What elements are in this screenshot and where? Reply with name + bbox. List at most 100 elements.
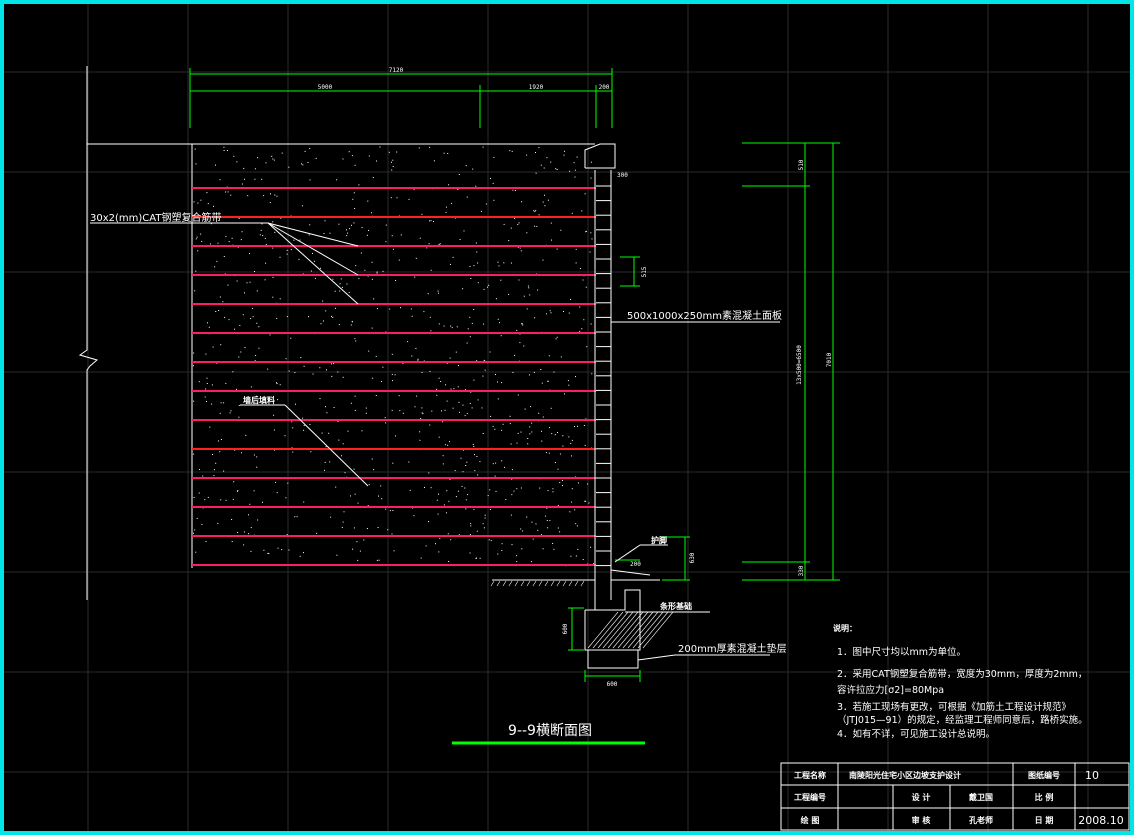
backfill-speck — [443, 325, 445, 327]
backfill-speck — [550, 161, 552, 163]
backfill-speck — [372, 177, 374, 179]
backfill-speck — [438, 292, 439, 294]
tb-scale-label: 比 例 — [1035, 792, 1054, 802]
backfill-speck — [438, 244, 440, 245]
backfill-speck — [581, 328, 583, 330]
backfill-speck — [376, 272, 378, 274]
tb-draw-label: 绘 图 — [801, 815, 820, 825]
backfill-speck — [244, 347, 246, 348]
backfill-speck — [223, 256, 225, 257]
backfill-speck — [450, 539, 452, 541]
backfill-speck — [541, 440, 543, 442]
backfill-speck — [343, 511, 345, 513]
dim-step: 300 — [617, 172, 628, 179]
backfill-speck — [526, 154, 528, 156]
backfill-speck — [276, 195, 278, 197]
backfill-speck — [194, 529, 196, 531]
backfill-speck — [470, 391, 472, 393]
backfill-speck — [444, 409, 446, 411]
footing-hatch-mark — [597, 611, 629, 649]
backfill-speck — [201, 240, 203, 242]
backfill-speck — [272, 247, 274, 249]
backfill-speck — [402, 363, 404, 365]
backfill-speck — [457, 188, 459, 190]
notes-heading: 说明： — [833, 623, 857, 633]
footing-hatch-mark — [632, 611, 664, 649]
backfill-speck — [574, 169, 576, 171]
backfill-speck — [579, 268, 581, 269]
backfill-speck — [549, 427, 550, 429]
backfill-speck — [320, 267, 321, 269]
backfill-speck — [292, 451, 294, 453]
backfill-speck — [557, 468, 559, 470]
ground-hatch-mark — [568, 580, 573, 587]
backfill-speck — [219, 296, 221, 298]
backfill-speck — [488, 539, 490, 541]
dim-total-top: 7120 — [389, 67, 404, 74]
backfill-speck — [567, 380, 569, 382]
backfill-speck — [267, 553, 269, 554]
backfill-speck — [234, 328, 236, 330]
backfill-speck — [559, 531, 561, 533]
backfill-speck — [206, 218, 208, 220]
backfill-speck — [551, 239, 552, 241]
backfill-speck — [341, 455, 342, 457]
toe-ground-line — [492, 569, 660, 581]
backfill-speck — [443, 504, 445, 506]
backfill-speck — [303, 425, 305, 426]
backfill-speck — [275, 481, 277, 483]
backfill-speck — [367, 275, 369, 277]
backfill-speck — [564, 150, 565, 152]
backfill-speck — [512, 372, 514, 373]
tb-project-name-value: 南陵阳光住宅小区边坡支护设计 — [849, 770, 961, 780]
backfill-speck — [448, 561, 450, 562]
backfill-speck — [391, 353, 393, 355]
backfill-speck — [218, 440, 219, 442]
backfill-speck — [321, 432, 323, 434]
backfill-texture — [193, 146, 594, 567]
backfill-speck — [484, 514, 486, 516]
backfill-speck — [579, 306, 581, 308]
backfill-speck — [344, 472, 346, 474]
note-line: 1．图中尺寸均以mm为单位。 — [837, 646, 966, 658]
backfill-speck — [570, 555, 572, 557]
backfill-speck — [373, 298, 375, 300]
backfill-speck — [258, 347, 260, 349]
ground-hatch-mark — [520, 580, 525, 587]
backfill-speck — [219, 412, 221, 414]
backfill-speck — [469, 552, 471, 554]
dim-toe-step: 200 — [630, 561, 641, 568]
backfill-speck — [251, 307, 253, 309]
backfill-speck — [207, 322, 208, 324]
backfill-speck — [299, 239, 301, 241]
backfill-speck — [513, 490, 515, 492]
backfill-speck — [288, 549, 290, 551]
backfill-speck — [550, 222, 552, 224]
ground-hatch-mark — [490, 580, 495, 587]
backfill-speck — [402, 412, 404, 414]
ground-hatch-mark — [508, 580, 513, 587]
backfill-speck — [436, 394, 438, 396]
backfill-speck — [223, 150, 225, 151]
backfill-speck — [459, 411, 460, 413]
backfill-speck — [577, 425, 578, 427]
backfill-speck — [248, 533, 250, 535]
backfill-speck — [246, 282, 248, 284]
backfill-speck — [546, 520, 548, 521]
backfill-speck — [217, 242, 219, 244]
backfill-speck — [341, 527, 343, 528]
dim-toe-height: 630 — [689, 552, 696, 563]
backfill-speck — [527, 438, 529, 439]
backfill-speck — [346, 283, 348, 285]
backfill-speck — [273, 159, 275, 161]
backfill-speck — [256, 466, 258, 468]
backfill-speck — [492, 425, 494, 427]
backfill-speck — [228, 319, 230, 321]
backfill-speck — [576, 525, 578, 527]
backfill-speck — [197, 250, 199, 252]
backfill-speck — [346, 229, 347, 231]
backfill-speck — [301, 205, 303, 207]
backfill-speck — [483, 527, 485, 529]
